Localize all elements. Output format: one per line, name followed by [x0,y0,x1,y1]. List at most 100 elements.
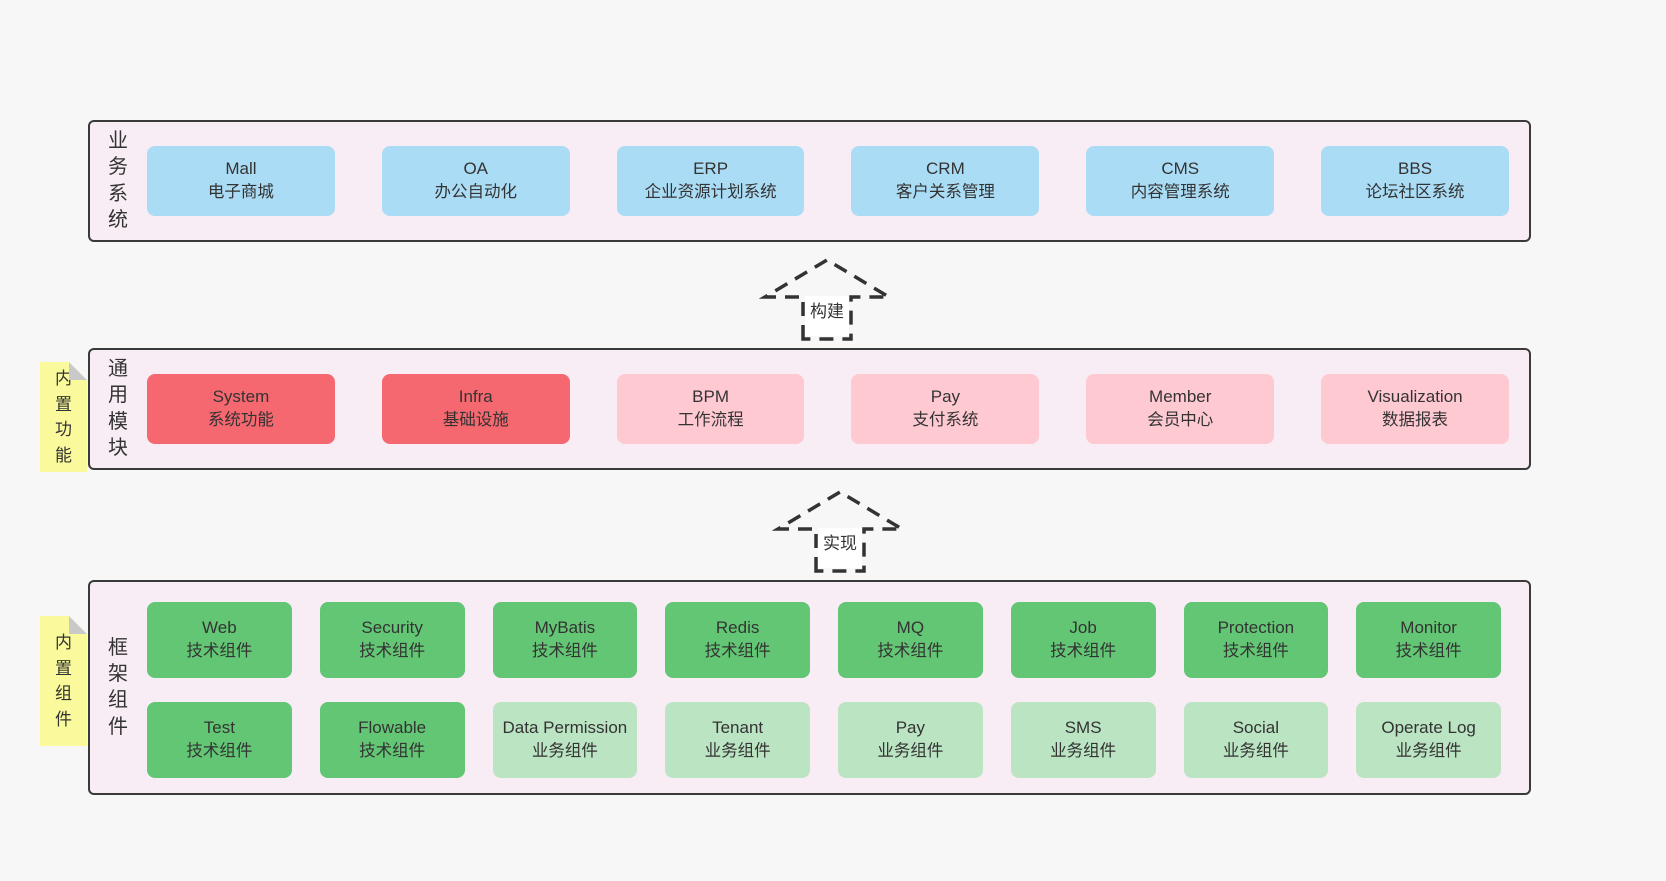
arrow-build-label: 构建 [805,296,849,336]
box-desc: 技术组件 [704,642,771,661]
band-common-modules: 通用模块 System 系统功能 Infra 基础设施 BPM 工作流程 Pay… [88,348,1531,470]
box-name: Job [1069,617,1097,637]
box-name: System [212,386,270,406]
components-row-1: Web 技术组件 Security 技术组件 MyBatis 技术组件 Redi… [147,602,1501,678]
box-bpm: BPM 工作流程 [616,374,805,444]
box-name: Redis [715,617,760,637]
sticky-fold-corner-icon [69,616,87,634]
box-desc: 数据报表 [1382,411,1449,430]
box-name: BPM [692,386,729,406]
band-business-side-label: 业务系统 [108,130,128,232]
box-pay-component: Pay 业务组件 [838,702,983,778]
box-desc: 办公自动化 [434,183,517,202]
box-desc: 业务组件 [877,742,944,761]
band-framework-components: 框架组件 Web 技术组件 Security 技术组件 MyBatis 技术组件… [88,580,1531,795]
box-desc: 技术组件 [531,642,598,661]
box-flowable: Flowable 技术组件 [319,702,465,778]
box-desc: 技术组件 [186,642,253,661]
box-cms: CMS 内容管理系统 [1086,146,1275,216]
sticky-label: 内置功能 [55,369,72,465]
box-crm: CRM 客户关系管理 [851,146,1040,216]
box-name: Protection [1217,617,1295,637]
box-desc: 技术组件 [1222,642,1289,661]
box-desc: 会员中心 [1147,411,1214,430]
box-mybatis: MyBatis 技术组件 [492,602,638,678]
band-components-side-label: 框架组件 [108,636,128,738]
box-desc: 业务组件 [1050,742,1117,761]
arrow-build: 构建 [759,255,895,343]
box-name: Infra [458,386,493,406]
box-desc: 客户关系管理 [895,183,995,202]
box-visualization: Visualization 数据报表 [1321,374,1509,444]
box-desc: 基础设施 [442,411,509,430]
box-redis: Redis 技术组件 [665,602,810,678]
arrow-implement: 实现 [772,487,908,575]
box-protection: Protection 技术组件 [1183,602,1329,678]
dashed-up-arrow-icon [759,257,895,341]
box-name: Monitor [1400,617,1457,637]
box-desc: 技术组件 [1395,642,1462,661]
box-name: Member [1149,386,1212,406]
box-monitor: Monitor 技术组件 [1356,602,1501,678]
box-desc: 技术组件 [1050,642,1117,661]
box-desc: 技术组件 [359,742,426,761]
sticky-note-builtin-features: 内置功能 [40,362,87,472]
box-desc: 企业资源计划系统 [644,183,777,202]
box-name: Mall [225,158,257,178]
box-desc: 业务组件 [704,742,771,761]
box-desc: 支付系统 [912,411,979,430]
box-sms: SMS 业务组件 [1010,702,1156,778]
box-desc: 业务组件 [1395,742,1462,761]
box-desc: 业务组件 [1222,742,1289,761]
box-desc: 技术组件 [877,642,944,661]
box-name: Flowable [358,717,427,737]
band-modules-side-label: 通用模块 [108,358,128,460]
box-data-permission: Data Permission 业务组件 [492,702,638,778]
box-name: CRM [926,158,965,178]
box-name: Visualization [1367,386,1463,406]
box-pay: Pay 支付系统 [851,374,1040,444]
box-desc: 系统功能 [207,411,274,430]
box-name: BBS [1398,158,1433,178]
sticky-note-builtin-components: 内置组件 [40,616,87,746]
dashed-up-arrow-icon [772,489,908,573]
box-name: Test [203,717,235,737]
box-name: CMS [1161,158,1200,178]
box-desc: 内容管理系统 [1130,183,1230,202]
box-name: OA [463,158,489,178]
box-social: Social 业务组件 [1183,702,1329,778]
box-desc: 业务组件 [531,742,598,761]
box-name: Operate Log [1381,717,1476,737]
box-name: Web [202,617,237,637]
box-erp: ERP 企业资源计划系统 [616,146,805,216]
box-name: Tenant [712,717,764,737]
business-boxes-row: Mall 电子商城 OA 办公自动化 ERP 企业资源计划系统 CRM 客户关系… [147,146,1509,216]
box-test: Test 技术组件 [147,702,292,778]
box-name: ERP [693,158,729,178]
box-name: Data Permission [502,717,628,737]
arrow-implement-label: 实现 [818,528,862,568]
sticky-fold-corner-icon [69,362,87,380]
box-system: System 系统功能 [147,374,335,444]
modules-boxes-row: System 系统功能 Infra 基础设施 BPM 工作流程 Pay 支付系统… [147,374,1509,444]
box-mall: Mall 电子商城 [147,146,335,216]
box-bbs: BBS 论坛社区系统 [1321,146,1509,216]
box-desc: 工作流程 [677,411,744,430]
box-name: Pay [895,717,926,737]
box-oa: OA 办公自动化 [381,146,570,216]
box-mq: MQ 技术组件 [838,602,983,678]
box-name: MQ [896,617,925,637]
box-job: Job 技术组件 [1010,602,1156,678]
box-desc: 论坛社区系统 [1365,183,1465,202]
sticky-label: 内置组件 [55,633,72,729]
box-security: Security 技术组件 [319,602,465,678]
box-member: Member 会员中心 [1086,374,1275,444]
box-operate-log: Operate Log 业务组件 [1356,702,1501,778]
box-name: Security [361,617,423,637]
box-web: Web 技术组件 [147,602,292,678]
box-name: Social [1232,717,1280,737]
box-desc: 电子商城 [207,183,274,202]
box-desc: 技术组件 [359,642,426,661]
box-desc: 技术组件 [186,742,253,761]
box-name: MyBatis [534,617,596,637]
